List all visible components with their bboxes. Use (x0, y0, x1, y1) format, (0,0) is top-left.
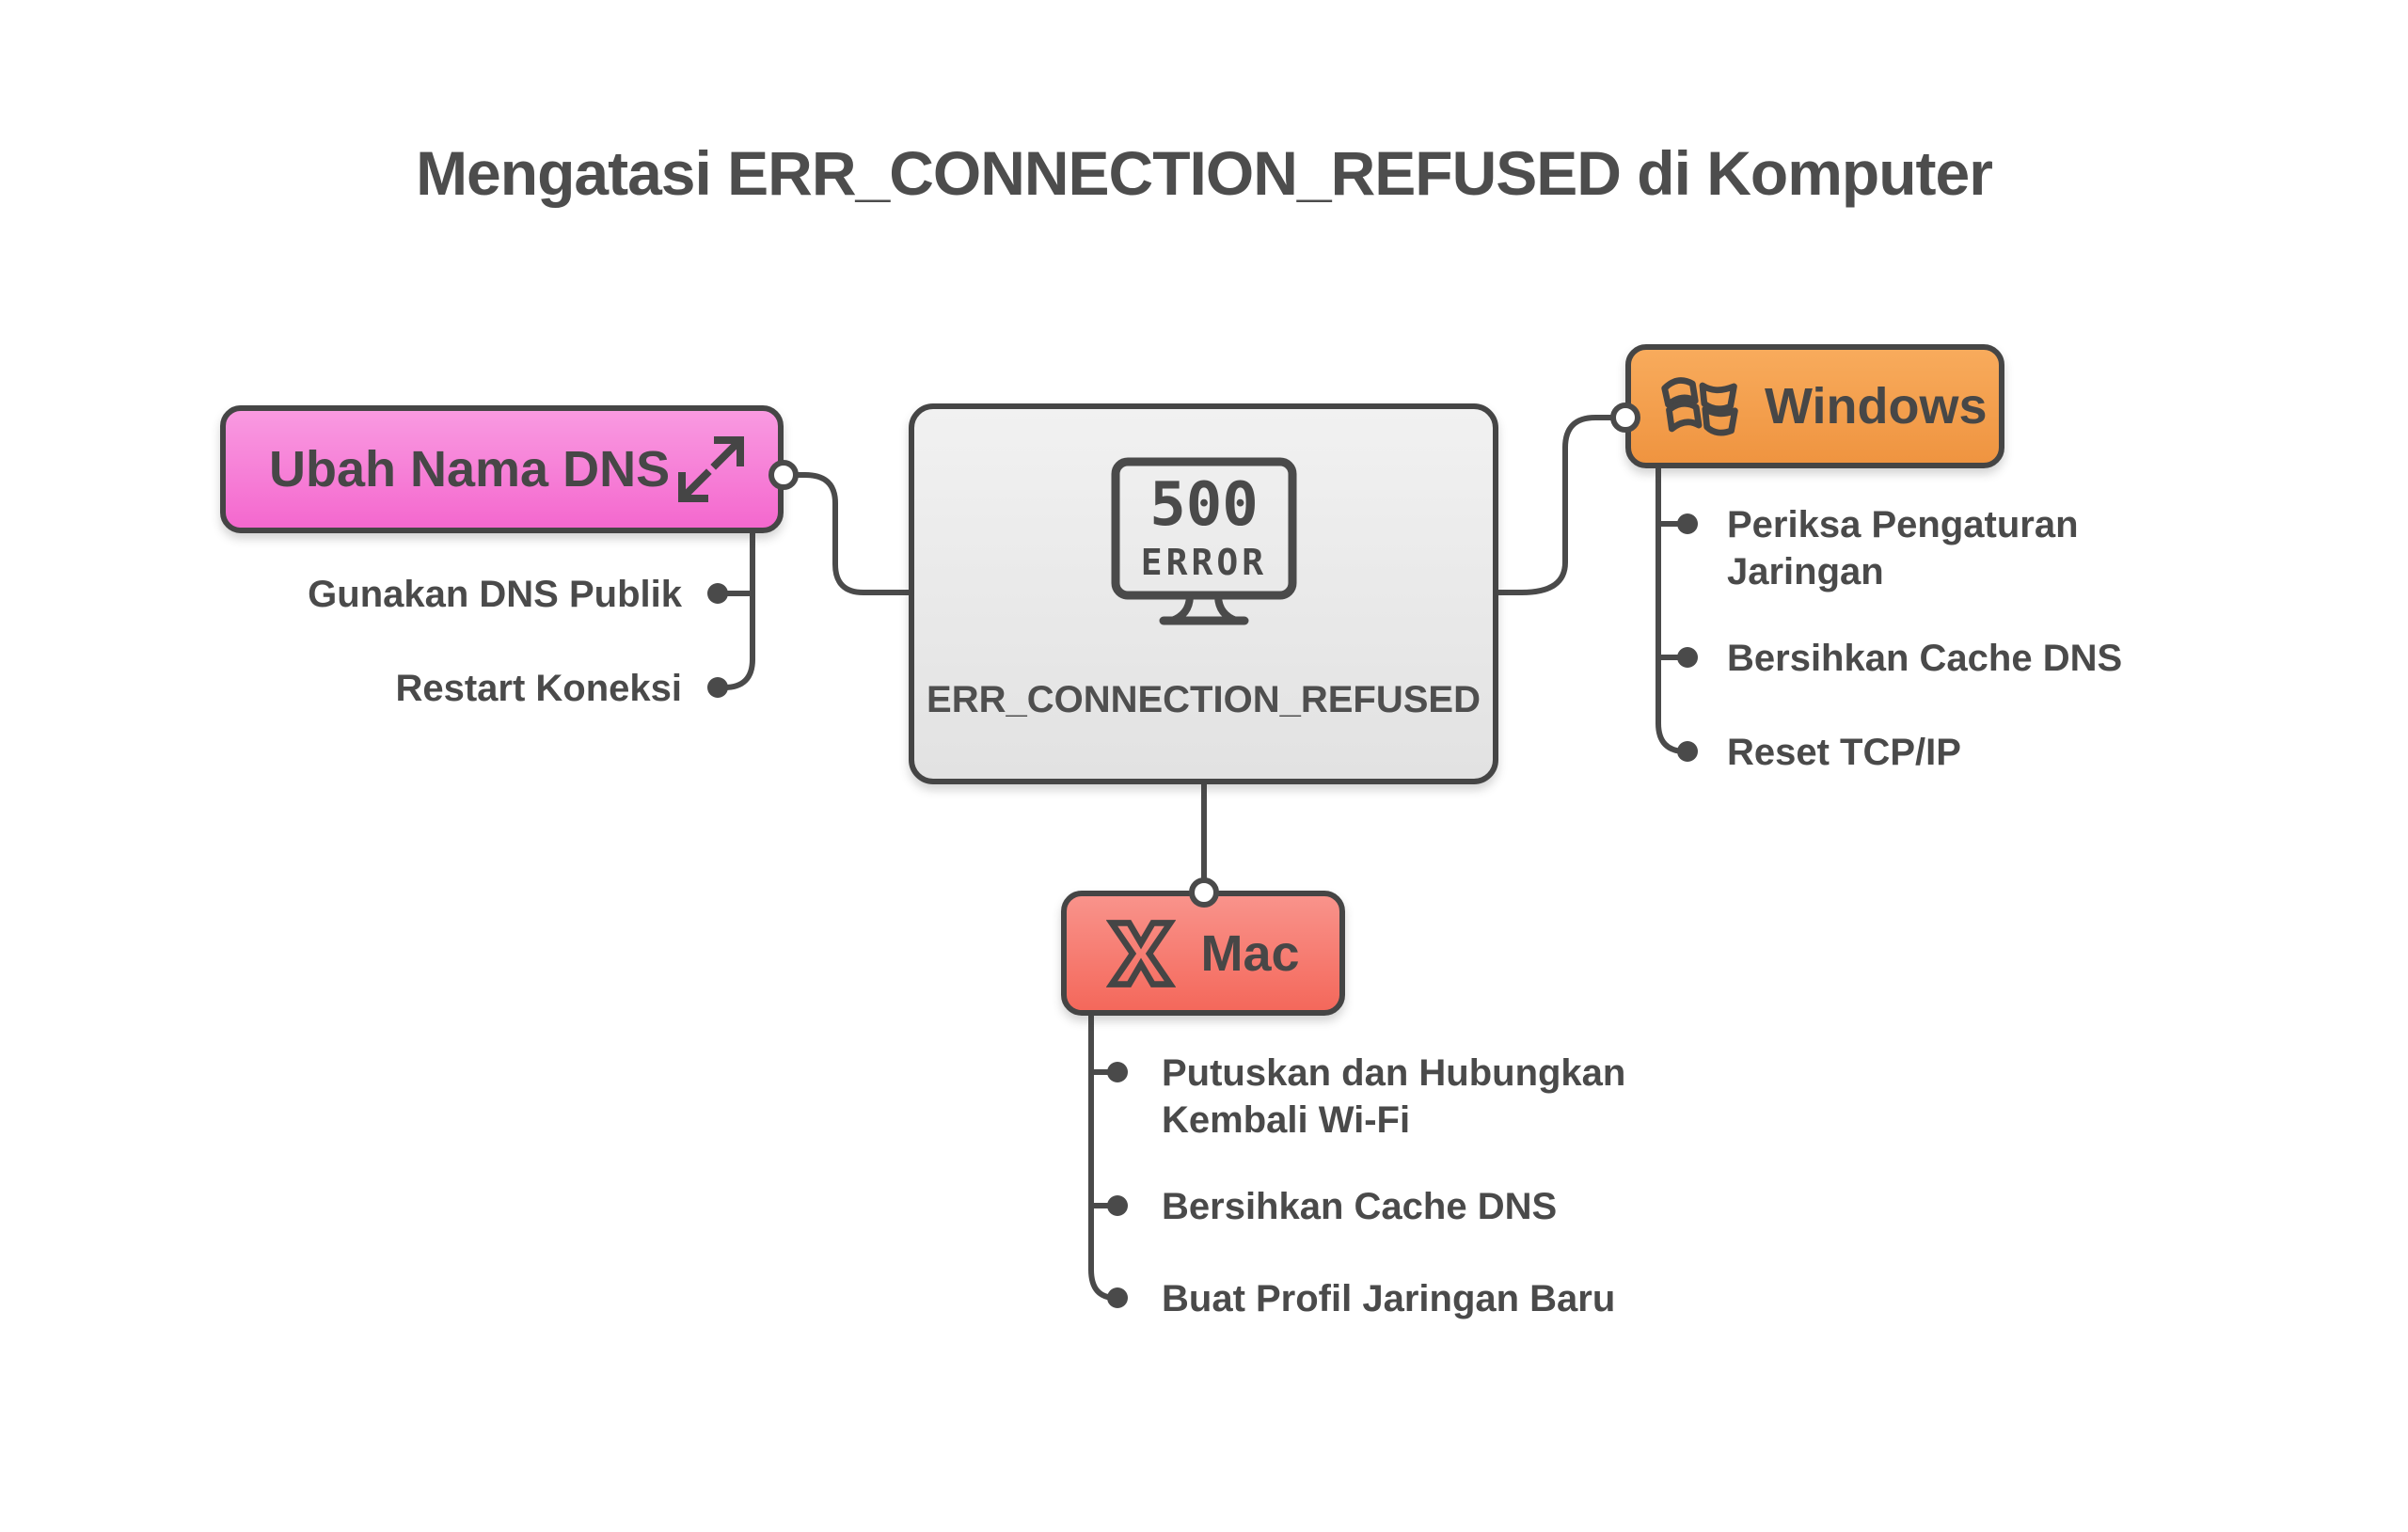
windows-logo-icon (1661, 377, 1738, 436)
node-mac-label: Mac (1200, 924, 1300, 982)
bullet-dot (1107, 1062, 1128, 1082)
node-ubah-nama-dns: Ubah Nama DNS (220, 405, 784, 533)
monitor-word-text: ERROR (1140, 542, 1266, 583)
bullet-dot (1107, 1287, 1128, 1308)
node-err-connection-refused-label: ERR_CONNECTION_REFUSED (927, 679, 1481, 720)
node-windows: Windows (1625, 344, 2004, 468)
x-logo-icon (1106, 919, 1177, 987)
node-windows-label: Windows (1765, 378, 1988, 434)
dns-item-gunakan-dns-publik: Gunakan DNS Publik (308, 574, 682, 615)
bullet-dot (1677, 513, 1698, 534)
mac-item-putuskan-hubungkan-wifi: Putuskan dan Hubungkan Kembali Wi-Fi (1162, 1052, 1626, 1141)
bullet-dot (707, 583, 728, 604)
branch-windows-items (1656, 466, 1688, 754)
link-center-to-windows (1496, 415, 1628, 595)
windows-item-bersihkan-cache-dns: Bersihkan Cache DNS (1727, 638, 2123, 679)
node-err-connection-refused: 500 ERROR ERR_CONNECTION_REFUSED (909, 403, 1498, 784)
branch-dns-items (715, 530, 755, 690)
expand-diagonal-arrows-icon (678, 436, 744, 502)
windows-item-periksa-pengaturan-jaringan: Periksa Pengaturan Jaringan (1727, 504, 2079, 592)
bullet-dot (1677, 741, 1698, 762)
link-dns-to-center (781, 472, 911, 595)
monitor-500-error-icon: 500 ERROR (1111, 457, 1296, 625)
page-title: Mengatasi ERR_CONNECTION_REFUSED di Komp… (416, 138, 1993, 208)
windows-item-reset-tcp-ip: Reset TCP/IP (1727, 732, 1961, 773)
dns-item-restart-koneksi: Restart Koneksi (395, 668, 682, 709)
branch-mac-items (1088, 1013, 1118, 1301)
monitor-code-text: 500 (1149, 470, 1259, 540)
mac-item-buat-profil-jaringan-baru: Buat Profil Jaringan Baru (1162, 1278, 1616, 1319)
node-ubah-nama-dns-label: Ubah Nama DNS (269, 441, 671, 498)
bullet-dot (1677, 647, 1698, 668)
mac-item-bersihkan-cache-dns: Bersihkan Cache DNS (1162, 1186, 1558, 1227)
bullet-dot (707, 677, 728, 698)
node-mac: Mac (1061, 891, 1345, 1016)
bullet-dot (1107, 1195, 1128, 1216)
